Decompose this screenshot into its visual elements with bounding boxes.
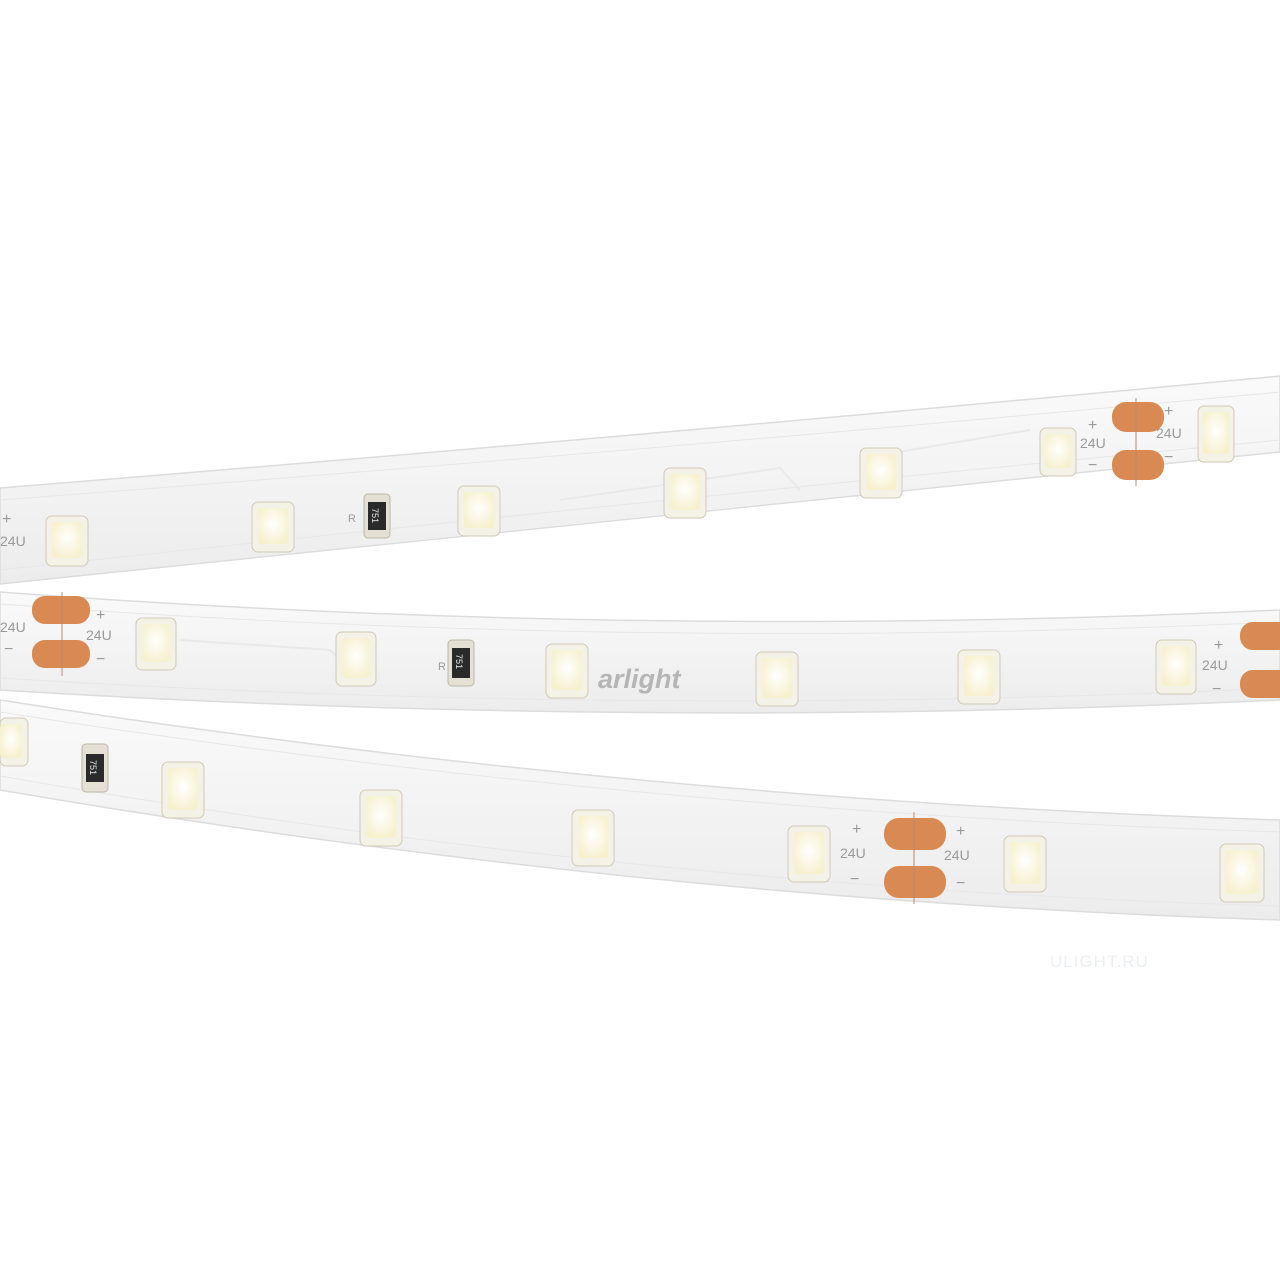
- plus-marking: +: [1214, 637, 1223, 654]
- led-chip: [1039, 427, 1077, 477]
- led-chip: [1155, 639, 1197, 695]
- plus-marking: +: [1088, 417, 1097, 434]
- brand-logo: arlight: [598, 664, 682, 694]
- led-chip: [457, 485, 501, 537]
- minus-marking: −: [96, 651, 105, 668]
- led-strip-middle: [0, 591, 1280, 714]
- led-chip: [1003, 835, 1047, 893]
- voltage-marking: 24U: [0, 619, 26, 635]
- voltage-marking: 24U: [1202, 657, 1228, 673]
- led-strip-top: [0, 375, 1280, 585]
- copper-solder-pads: [32, 592, 90, 676]
- voltage-marking: 24U: [86, 627, 112, 643]
- watermark: ULIGHT.RU: [1050, 952, 1149, 971]
- voltage-marking: 24U: [0, 533, 26, 549]
- led-chip: [571, 809, 615, 867]
- plus-marking: +: [956, 823, 965, 840]
- resistor: [81, 743, 109, 793]
- plus-marking: +: [2, 511, 11, 528]
- resistor-code: 751: [370, 508, 380, 523]
- voltage-marking: 24U: [1080, 435, 1106, 451]
- led-chip: [957, 649, 1001, 705]
- resistor-code: 751: [454, 654, 464, 669]
- minus-marking: −: [956, 875, 965, 892]
- resistor: [447, 639, 475, 687]
- led-chip: [859, 447, 903, 499]
- led-chip: [359, 789, 403, 847]
- led-chip: [251, 501, 295, 553]
- led-chip: [335, 631, 377, 687]
- minus-marking: −: [4, 641, 13, 658]
- led-chip: [45, 515, 89, 567]
- voltage-marking: 24U: [944, 847, 970, 863]
- resistor-marker: R: [348, 513, 356, 525]
- copper-solder-pads: [1240, 622, 1280, 698]
- plus-marking: +: [852, 821, 861, 838]
- led-chip: [1219, 843, 1265, 903]
- copper-solder-pads: [884, 812, 946, 904]
- led-chip: [0, 717, 29, 767]
- plus-marking: +: [1164, 403, 1173, 420]
- minus-marking: −: [1164, 449, 1173, 466]
- voltage-marking: 24U: [840, 845, 866, 861]
- led-chip: [1197, 405, 1235, 463]
- voltage-marking: 24U: [1156, 425, 1182, 441]
- led-chip: [755, 651, 799, 707]
- led-chip: [161, 761, 205, 819]
- minus-marking: −: [850, 871, 859, 888]
- led-chip: [787, 825, 831, 883]
- led-chip: [663, 467, 707, 519]
- resistor-marker: R: [438, 661, 446, 673]
- resistor: [363, 493, 391, 539]
- minus-marking: −: [1088, 457, 1097, 474]
- led-strip-bottom: [0, 699, 1280, 921]
- led-chip: [545, 643, 589, 699]
- copper-solder-pads: [1112, 398, 1164, 486]
- plus-marking: +: [96, 607, 105, 624]
- minus-marking: −: [1212, 681, 1221, 698]
- led-chip: [135, 617, 177, 671]
- resistor-code: 751: [88, 760, 98, 775]
